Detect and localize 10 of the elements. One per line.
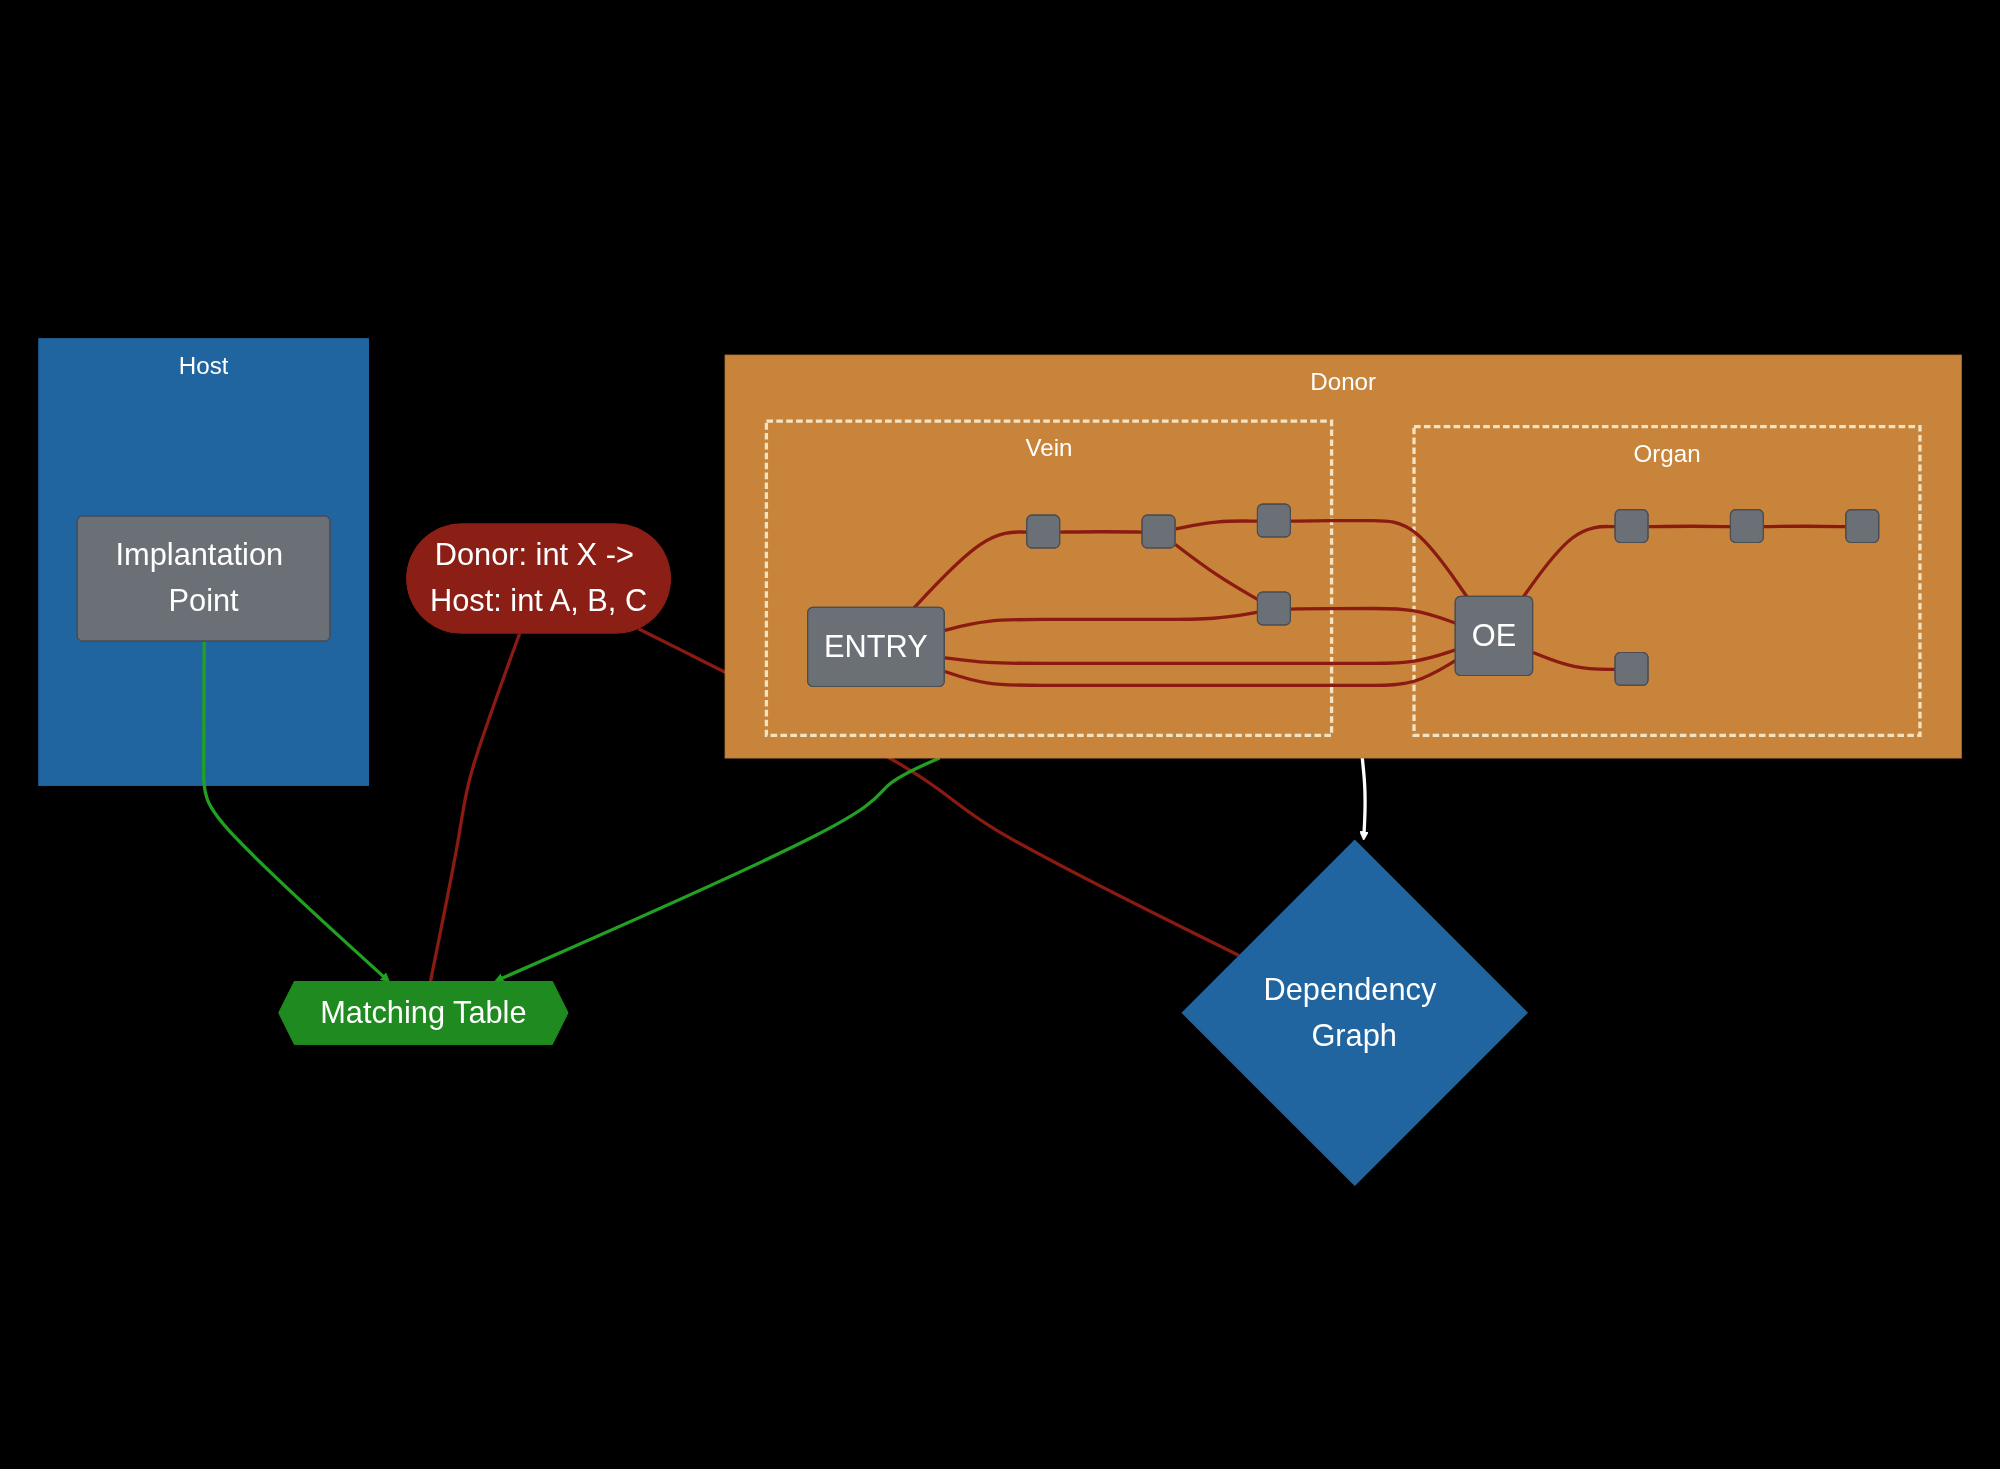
connector	[1532, 650, 1616, 672]
arrow	[494, 756, 941, 983]
arrow	[1359, 757, 1369, 841]
arrow	[202, 641, 390, 983]
connector	[1290, 518, 1469, 598]
connector	[1060, 530, 1143, 534]
connector	[428, 632, 522, 983]
node-diamond: Dependency Graph	[1181, 839, 1529, 1187]
connector	[1648, 524, 1731, 529]
connector	[1521, 524, 1616, 598]
